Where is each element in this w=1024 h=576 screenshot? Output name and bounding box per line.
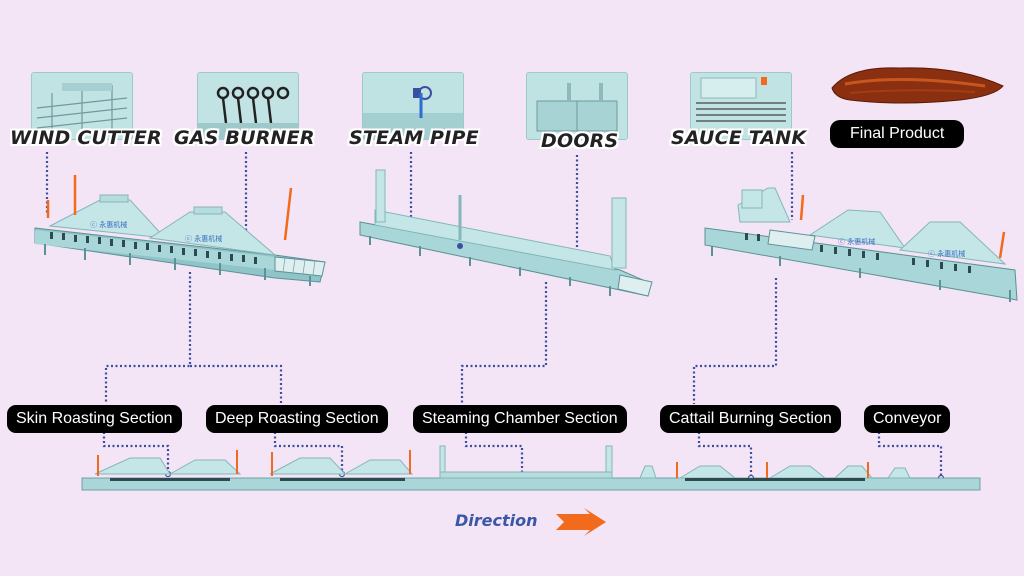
final-product-image bbox=[831, 67, 1004, 104]
wind-cutter-label: WIND CUTTER bbox=[10, 127, 162, 149]
svg-text:ⓒ 永惠机械: ⓒ 永惠机械 bbox=[838, 237, 875, 246]
conveyor-drop bbox=[877, 432, 943, 476]
direction-arrow bbox=[556, 508, 606, 536]
sauce-tank-label: SAUCE TANK bbox=[671, 127, 807, 149]
conveyor-section-label: Conveyor bbox=[864, 405, 951, 433]
skin-roasting-drop bbox=[102, 432, 170, 472]
doors-label: DOORS bbox=[541, 130, 619, 152]
svg-text:ⓒ 永惠机械: ⓒ 永惠机械 bbox=[928, 249, 965, 258]
gas-burner-thumbnail bbox=[197, 72, 299, 140]
skin-roasting-connector bbox=[104, 272, 192, 404]
svg-text:ⓒ 永惠机械: ⓒ 永惠机械 bbox=[90, 220, 127, 229]
cattail-burning-section-label: Cattail Burning Section bbox=[660, 405, 841, 433]
deep-roasting-section-label: Deep Roasting Section bbox=[206, 405, 388, 433]
steaming-connector bbox=[460, 282, 548, 404]
final-product-label: Final Product bbox=[830, 120, 965, 148]
steam-pipe-label: STEAM PIPE bbox=[349, 127, 479, 149]
gas-burner-label: GAS BURNER bbox=[174, 127, 315, 149]
deep-roasting-connector bbox=[190, 364, 283, 404]
svg-text:ⓒ 永惠机械: ⓒ 永惠机械 bbox=[185, 234, 222, 243]
wind-cutter-thumbnail bbox=[31, 72, 133, 140]
steaming-drop bbox=[464, 432, 524, 476]
cattail-drop bbox=[697, 432, 753, 476]
cattail-connector bbox=[692, 278, 778, 404]
steaming-chamber-section-label: Steaming Chamber Section bbox=[413, 405, 627, 433]
sauce-tank-thumbnail bbox=[690, 72, 792, 140]
direction-label: Direction bbox=[455, 511, 538, 530]
doors-thumbnail bbox=[526, 72, 628, 140]
steam-pipe-thumbnail bbox=[362, 72, 464, 140]
skin-roasting-section-label: Skin Roasting Section bbox=[7, 405, 182, 433]
